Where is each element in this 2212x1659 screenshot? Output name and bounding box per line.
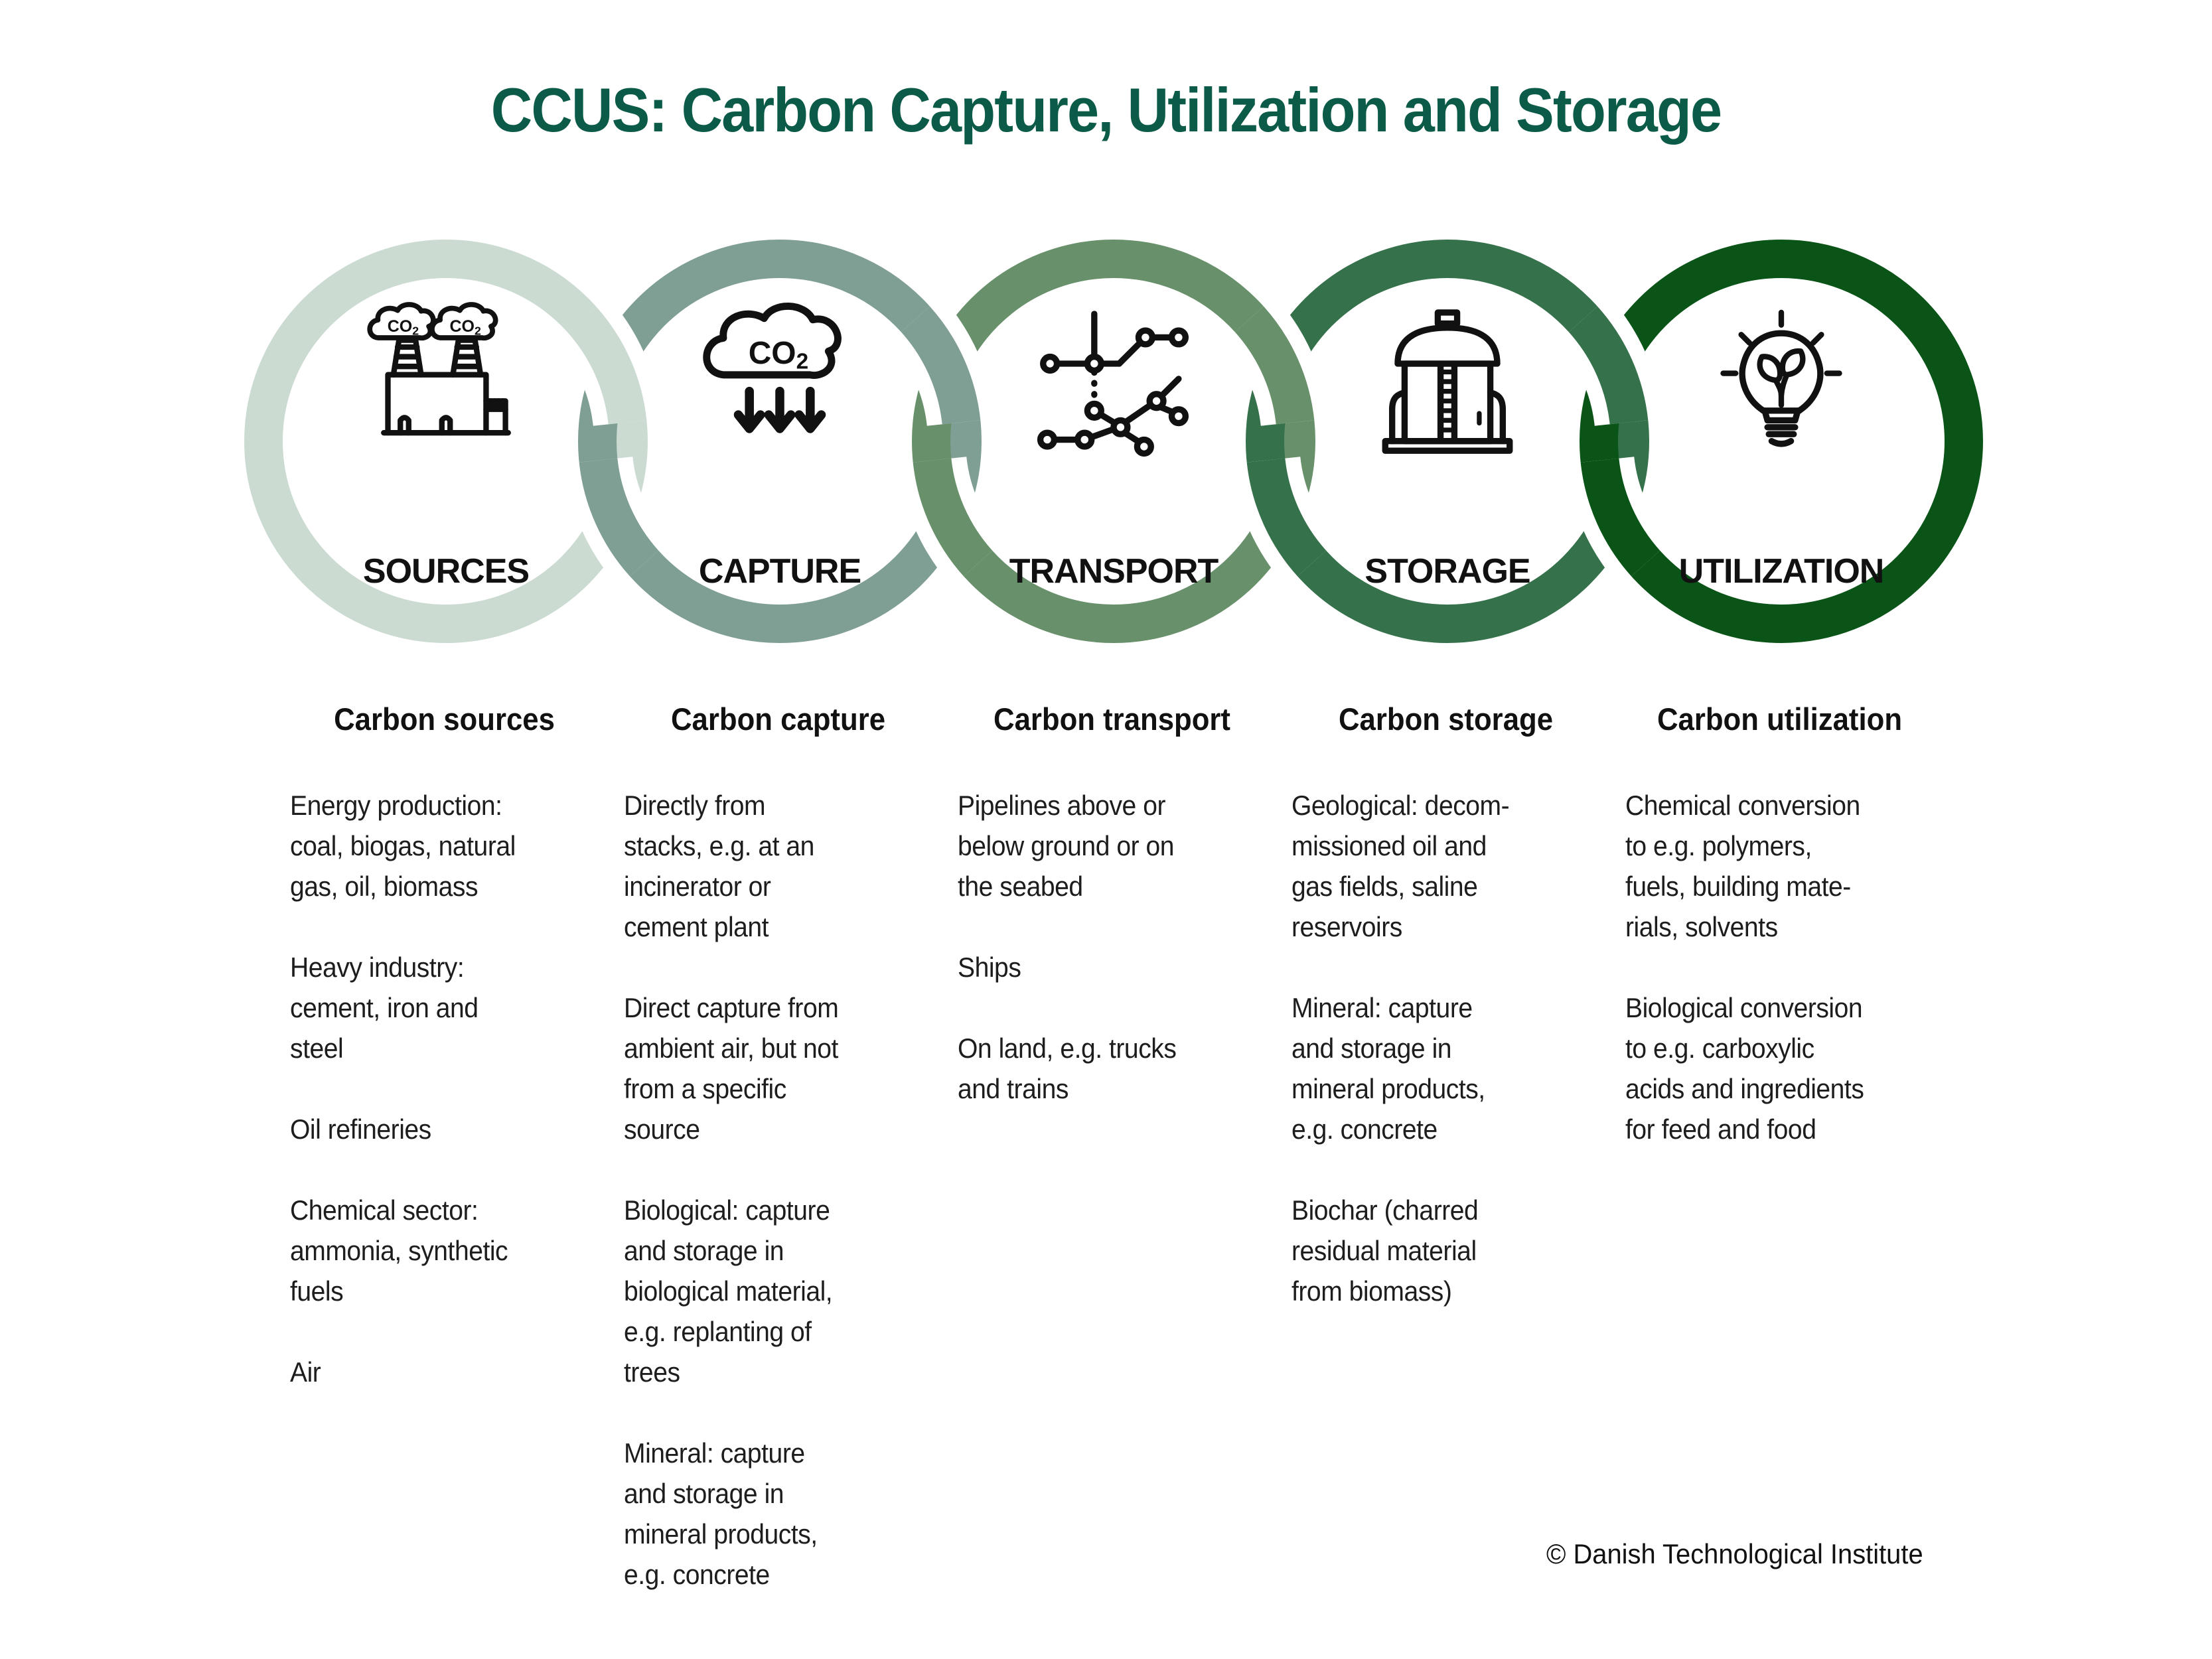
column-carbon-sources: Carbon sources Energy production: coal, … [290,701,599,1433]
paragraph: Biological: capture and storage in biolo… [624,1194,833,1388]
paragraph: Mineral: capture and storage in mineral … [1291,992,1485,1145]
stage-sources: CO2 CO2 SOURCES [280,297,612,591]
factory-emissions-icon: CO2 CO2 [367,302,511,436]
co2-cloud-capture-icon: CO2 [703,303,842,433]
ring-weave-storage [1246,458,1327,577]
paragraph: Ships [958,952,1021,983]
ring-weave-storage [1568,306,1649,425]
ring-weave-capture [579,458,659,577]
paragraph: Biochar (charred residual material from … [1291,1194,1479,1307]
ring-utilization [1580,240,1983,643]
column-title: Carbon capture [670,701,886,737]
ring-capture [578,240,982,643]
stage-label-capture: CAPTURE [698,552,861,591]
column-carbon-utilization: Carbon utilization Chemical conversion t… [1625,701,1934,1190]
paragraph: Pipelines above or below ground or on th… [958,790,1175,902]
paragraph: Geological: decom- missioned oil and gas… [1291,790,1510,942]
pipeline-network-icon [1037,311,1189,457]
eco-lightbulb-icon [1720,309,1842,447]
copyright-credit: © Danish Technological Institute [1546,1538,1923,1569]
co2-label: CO2 [388,317,419,337]
paragraph: Oil refineries [290,1114,431,1145]
stage-transport: TRANSPORT [948,297,1280,591]
stage-label-transport: TRANSPORT [1009,552,1219,591]
paragraph: Chemical conversion to e.g. polymers, fu… [1625,790,1860,942]
storage-tank-icon [1382,309,1513,454]
ring-transport [912,240,1315,643]
paragraph: Chemical sector: ammonia, synthetic fuel… [290,1194,508,1307]
column-title: Carbon sources [334,701,555,737]
stage-utilization: UTILIZATION [1615,297,1947,591]
ring-weave-capture [901,306,981,425]
paragraph: Air [290,1356,321,1388]
ring-storage [1246,240,1649,643]
co2-label: CO2 [749,336,808,374]
paragraph: Direct capture from ambient air, but not… [624,992,839,1145]
ring-weave-transport [913,458,993,577]
paragraph: Mineral: capture and storage in mineral … [624,1437,818,1590]
paragraph: Biological conversion to e.g. carboxylic… [1625,992,1864,1145]
stage-label-storage: STORAGE [1364,552,1530,591]
stage-storage: STORAGE [1282,297,1613,591]
ring-sources [244,240,648,643]
ring-weave-utilization [1580,458,1660,577]
column-carbon-capture: Carbon capture Directly from stacks, e.g… [624,701,932,1635]
ring-weave-sources [567,306,647,425]
column-title: Carbon utilization [1657,701,1903,737]
ccus-chain-rings [244,240,1983,643]
paragraph: Energy production: coal, biogas, natural… [290,790,516,902]
column-carbon-storage: Carbon storage Geological: decom- missio… [1291,701,1600,1352]
paragraph: Directly from stacks, e.g. at an inciner… [624,790,814,942]
stage-capture: CO2 CAPTURE [614,297,946,591]
stage-label-utilization: UTILIZATION [1678,552,1885,591]
column-carbon-transport: Carbon transport Pipelines above or belo… [958,701,1266,1149]
column-title: Carbon transport [993,701,1230,737]
column-title: Carbon storage [1338,701,1554,737]
page-title: CCUS: Carbon Capture, Utilization and St… [490,75,1722,145]
paragraph: On land, e.g. trucks and trains [958,1033,1177,1104]
ring-weave-transport [1234,306,1315,425]
paragraph: Heavy industry: cement, iron and steel [290,952,479,1064]
stage-label-sources: SOURCES [362,552,530,591]
co2-label: CO2 [449,317,481,337]
